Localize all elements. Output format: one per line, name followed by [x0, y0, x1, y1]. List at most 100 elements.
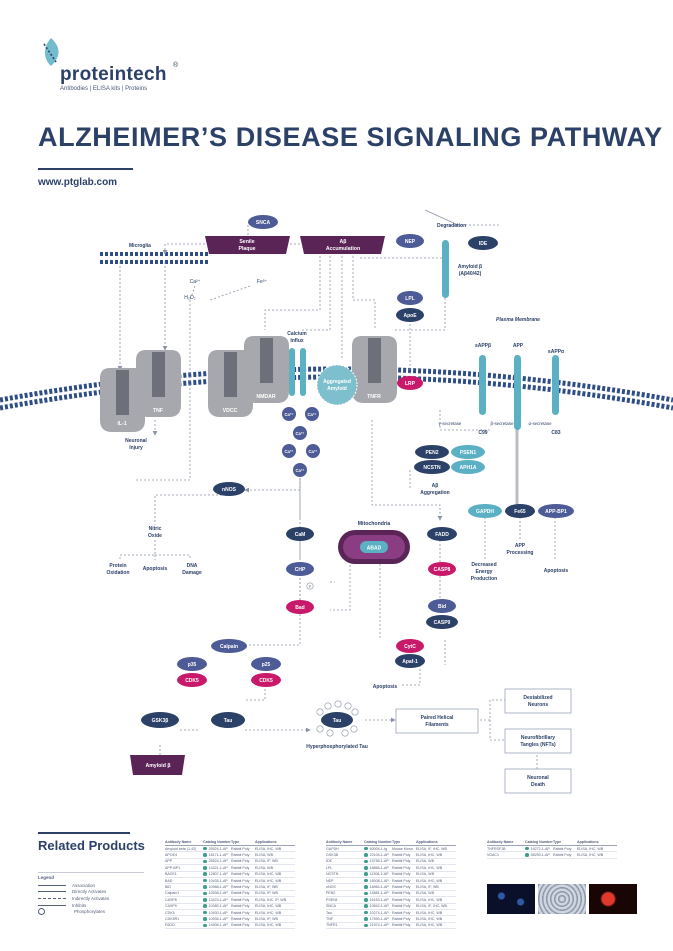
product-thumbnails — [487, 884, 637, 914]
proteintech-logo-icon — [43, 38, 59, 66]
table-cell: Rabbit Poly — [392, 885, 411, 890]
label-ca: Ca²⁺ — [190, 279, 201, 285]
calcium-ion-6: Ca²⁺ — [296, 468, 305, 473]
label-amyloid-beta-1: Amyloid β — [458, 264, 482, 270]
label-app-processing-1: APP — [515, 543, 526, 549]
brand-tagline: Antibodies | ELISA kits | Proteins — [60, 86, 148, 92]
amyloid-beta-bar — [442, 240, 449, 298]
label-nitric-1: Nitric — [149, 526, 162, 532]
label-calcium-influx-1: Calcium — [287, 331, 307, 337]
table-cell: 10430-1-AP — [203, 911, 231, 915]
table-cell: ELISA, IHC, WB — [416, 865, 443, 870]
table-cell: Rabbit Poly — [231, 910, 250, 915]
table-cell: ELISA, IHC, WB — [577, 846, 604, 851]
brand-name: proteintech — [60, 64, 167, 85]
table-header-cell: Type — [392, 840, 401, 844]
node-chp: CHP — [295, 567, 306, 573]
table-cell: APP-BP1 — [165, 865, 181, 870]
node-p35: p35 — [188, 662, 197, 668]
node-appbp1: APP-BP1 — [545, 509, 567, 515]
status-dot-icon — [203, 891, 207, 896]
status-dot-icon — [525, 853, 529, 857]
status-dot-icon — [203, 923, 207, 928]
pathway-diagram: IL-1 TNF VDCC NMDAR TNFR Calcium Influx … — [0, 209, 673, 794]
node-pen2: PEN2 — [425, 450, 438, 456]
table-cell: ELISA, IHC, WB — [255, 846, 282, 851]
table-cell: 25524-1-AP — [203, 859, 231, 863]
table-cell: NEP — [326, 878, 334, 883]
legend-phosphorylates: Phosphorylates — [38, 908, 144, 916]
label-amyloid-beta-bottom: Amyloid β — [145, 763, 170, 769]
table-cell: 10435-1-AP — [203, 879, 231, 883]
table-cell: APOE4 — [165, 853, 177, 858]
label-protein-oxidation-1: Protein — [109, 563, 126, 569]
slate-nodes — [177, 215, 485, 671]
table-cell: PSEN1 — [326, 897, 338, 902]
status-dot-icon — [364, 866, 368, 870]
table-cell: Rabbit Poly — [553, 853, 572, 858]
table-cell: 11306-1-AP — [364, 872, 392, 876]
node-apoe: ApoE — [403, 313, 417, 319]
status-dot-icon — [203, 898, 207, 902]
table-header-cell: Antibody Name — [487, 840, 514, 844]
table-cell: 12807-1-AP — [203, 872, 231, 876]
table-cell: Rabbit Poly — [392, 872, 411, 877]
table-cell: ELISA, WB — [416, 891, 434, 896]
status-dot-icon — [364, 872, 368, 877]
calcium-ion-4: Ca²⁺ — [285, 449, 294, 454]
receptor-tnf — [136, 350, 181, 417]
label-il1: IL-1 — [117, 421, 126, 427]
table-cell: ELISA, IHC, WB — [255, 910, 282, 915]
calcium-ion-5: Ca²⁺ — [309, 449, 318, 454]
table-cell: CASP9 — [165, 904, 177, 909]
table-cell: TNFR1 — [326, 923, 338, 928]
table-cell: CASP8 — [165, 897, 177, 902]
website-link[interactable]: www.ptglab.com — [38, 177, 118, 188]
table-cell: 25524-1-AP — [203, 847, 231, 851]
status-dot-icon — [364, 885, 368, 889]
table-cell: Rabbit Poly — [231, 904, 250, 909]
table-cell: ELISA, IF, IHC, WB — [416, 846, 447, 851]
label-app: APP — [513, 343, 524, 349]
node-cdk5-a: CDK5 — [185, 678, 199, 684]
label-fe: Fe³⁺ — [257, 279, 268, 285]
brand-logo: proteintech ® Antibodies | ELISA kits | … — [38, 36, 238, 96]
phf-box — [395, 708, 479, 734]
table-cell: Rabbit Poly — [392, 878, 411, 883]
table-header-cell: Antibody Name — [326, 840, 353, 844]
table-cell: Rabbit Poly — [231, 853, 250, 858]
label-nmdar: NMDAR — [256, 394, 276, 400]
label-nitric-2: Oxide — [148, 533, 162, 539]
table-cell: CDK5R1 — [165, 916, 180, 921]
legend: Legend Association Directly Activates In… — [38, 872, 144, 933]
table-cell: Rabbit Poly — [392, 865, 411, 870]
